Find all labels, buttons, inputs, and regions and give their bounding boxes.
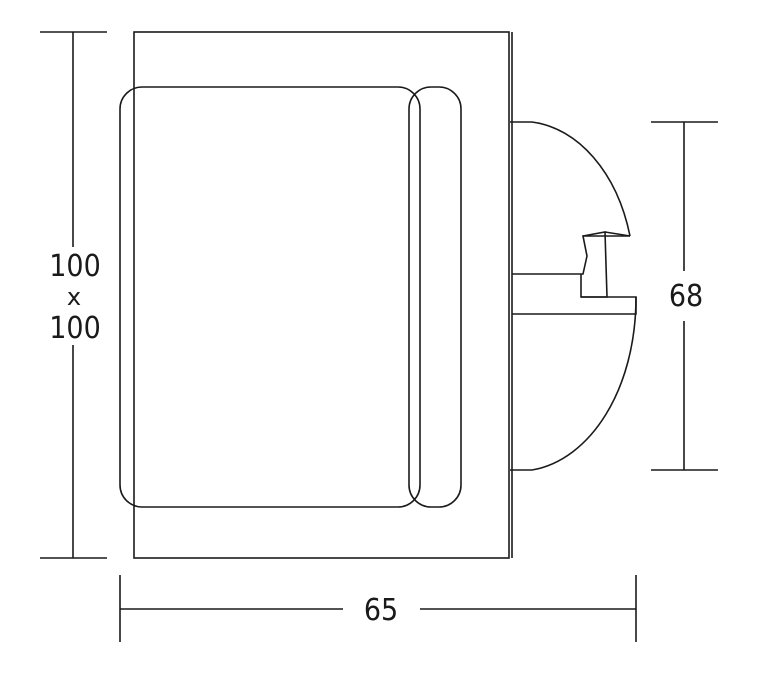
- lens-height-label: 68: [669, 279, 703, 314]
- front-cover: [119, 86, 421, 508]
- width-value-label: 100: [49, 311, 101, 346]
- lens-lower-arc: [531, 296, 637, 471]
- rear-body: [408, 86, 462, 508]
- size-separator-label: x: [67, 283, 81, 311]
- lens-notch: [512, 235, 630, 275]
- height-value-label: 100: [49, 249, 101, 284]
- height-dimension: 100 x 100: [40, 31, 107, 559]
- depth-dimension: 65: [119, 575, 637, 642]
- sensor-lens: [510, 121, 637, 471]
- depth-value-label: 65: [364, 593, 398, 628]
- lens-bottom-edge: [512, 296, 637, 315]
- plate-outline: [133, 31, 510, 559]
- lens-upper-arc: [531, 121, 631, 237]
- lens-dimension: 68: [651, 121, 718, 471]
- wall-plate: [133, 31, 513, 559]
- lens-clip-top: [604, 231, 631, 237]
